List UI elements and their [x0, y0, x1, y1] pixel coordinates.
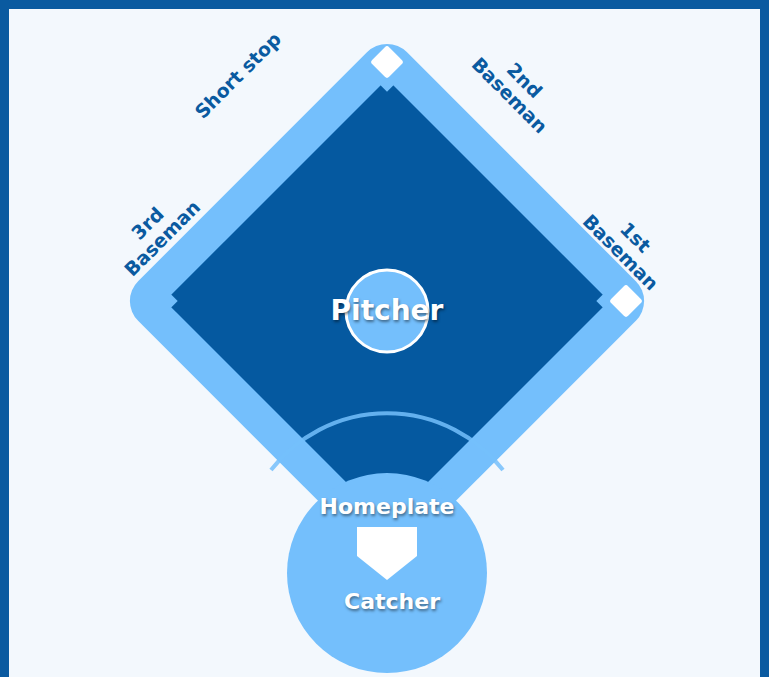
second-base [609, 284, 643, 318]
third-base [370, 45, 404, 79]
position-label: Short stop [188, 25, 288, 125]
node-label: Homeplate [287, 495, 487, 519]
home-plate [357, 527, 417, 580]
infield-arc [271, 413, 503, 470]
node-label: Pitcher [302, 296, 472, 327]
infield [165, 79, 609, 523]
base-notch [138, 281, 178, 321]
home-area [287, 473, 487, 673]
node-label: Catcher [292, 590, 492, 614]
home-circle: HomeplateCatcher [287, 473, 487, 673]
pitcher-mound: Pitcher [344, 268, 430, 354]
